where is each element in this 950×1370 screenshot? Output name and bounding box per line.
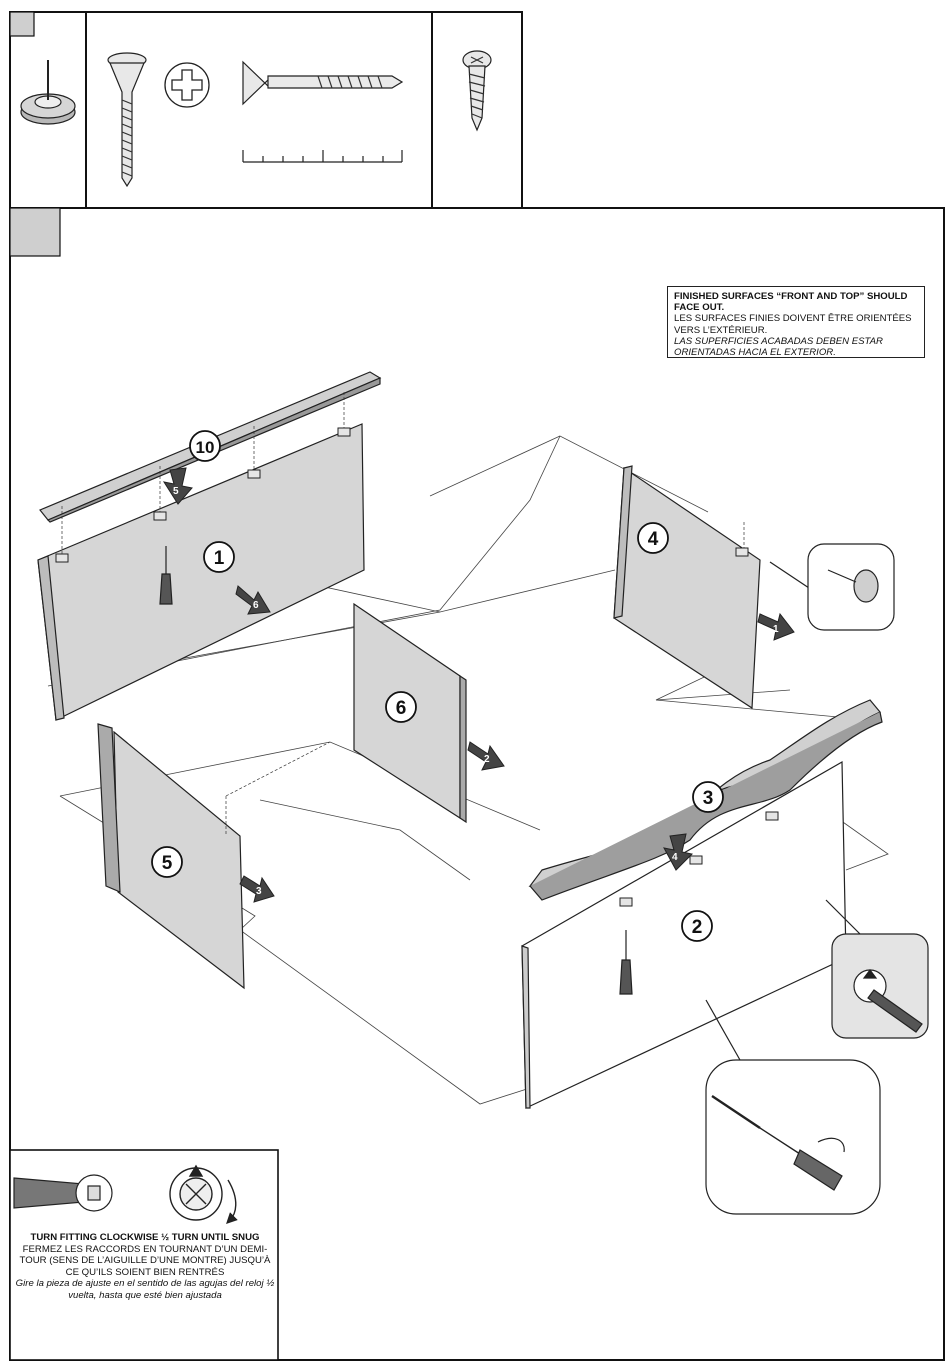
note-english: FINISHED SURFACES “FRONT AND TOP” SHOULD… — [674, 291, 908, 314]
nail-glide-callout — [769, 543, 895, 631]
screwdriver-icon — [619, 930, 633, 995]
step-tab-main — [9, 207, 61, 257]
turn-instruction-box — [9, 1149, 279, 1361]
turn-english: TURN FITTING CLOCKWISE ½ TURN UNTIL SNUG — [30, 1232, 260, 1243]
part-6-label: 6 — [396, 698, 407, 719]
cam-fittings — [55, 427, 779, 907]
arrow-2-label: 2 — [484, 754, 490, 765]
panel-1 — [37, 423, 365, 721]
panel-4 — [613, 465, 761, 710]
part-4-label: 4 — [648, 529, 659, 550]
turn-instruction-text: TURN FITTING CLOCKWISE ½ TURN UNTIL SNUG… — [14, 1232, 276, 1302]
phillips-head-icon — [164, 62, 210, 108]
part-3-label: 3 — [703, 788, 714, 809]
part-1-label: 1 — [214, 548, 225, 569]
finished-surfaces-note: FINISHED SURFACES “FRONT AND TOP” SHOULD… — [667, 286, 925, 358]
dowel-callout — [705, 999, 881, 1215]
note-french: LES SURFACES FINIES DOIVENT ÊTRE ORIENTÉ… — [674, 313, 912, 336]
step-tab-top — [9, 11, 35, 37]
guide-lines — [61, 392, 745, 836]
screw-length-icon — [242, 60, 404, 106]
ruler — [242, 150, 403, 163]
turn-french: FERMEZ LES RACCORDS EN TOURNANT D’UN DEM… — [19, 1243, 271, 1278]
note-spanish: LAS SUPERFICIES ACABADAS DEBEN ESTAR ORI… — [674, 335, 883, 359]
arrow-1-label: 1 — [773, 624, 779, 635]
cam-lock-callout — [825, 899, 929, 1039]
arrow-5-label: 5 — [173, 486, 179, 497]
wood-screw-icon — [107, 52, 147, 188]
arrow-3-label: 3 — [256, 886, 262, 897]
hardware-frame — [9, 11, 523, 209]
nail-glide-icon — [20, 60, 76, 125]
arrow-4-label: 4 — [672, 852, 678, 863]
screwdriver-tip-icon — [13, 1174, 113, 1212]
main-frame — [9, 207, 945, 1361]
arrow-6-label: 6 — [253, 600, 259, 611]
pan-screw-icon — [462, 50, 492, 132]
turn-spanish: Gire la pieza de ajuste en el sentido de… — [15, 1278, 275, 1301]
cam-rotation-icon — [169, 1164, 238, 1224]
part-5-label: 5 — [162, 853, 173, 874]
part-10-label: 10 — [196, 438, 215, 457]
assembly-arrows — [162, 467, 795, 903]
part-2-label: 2 — [692, 917, 703, 938]
screwdriver-icon — [159, 546, 173, 605]
